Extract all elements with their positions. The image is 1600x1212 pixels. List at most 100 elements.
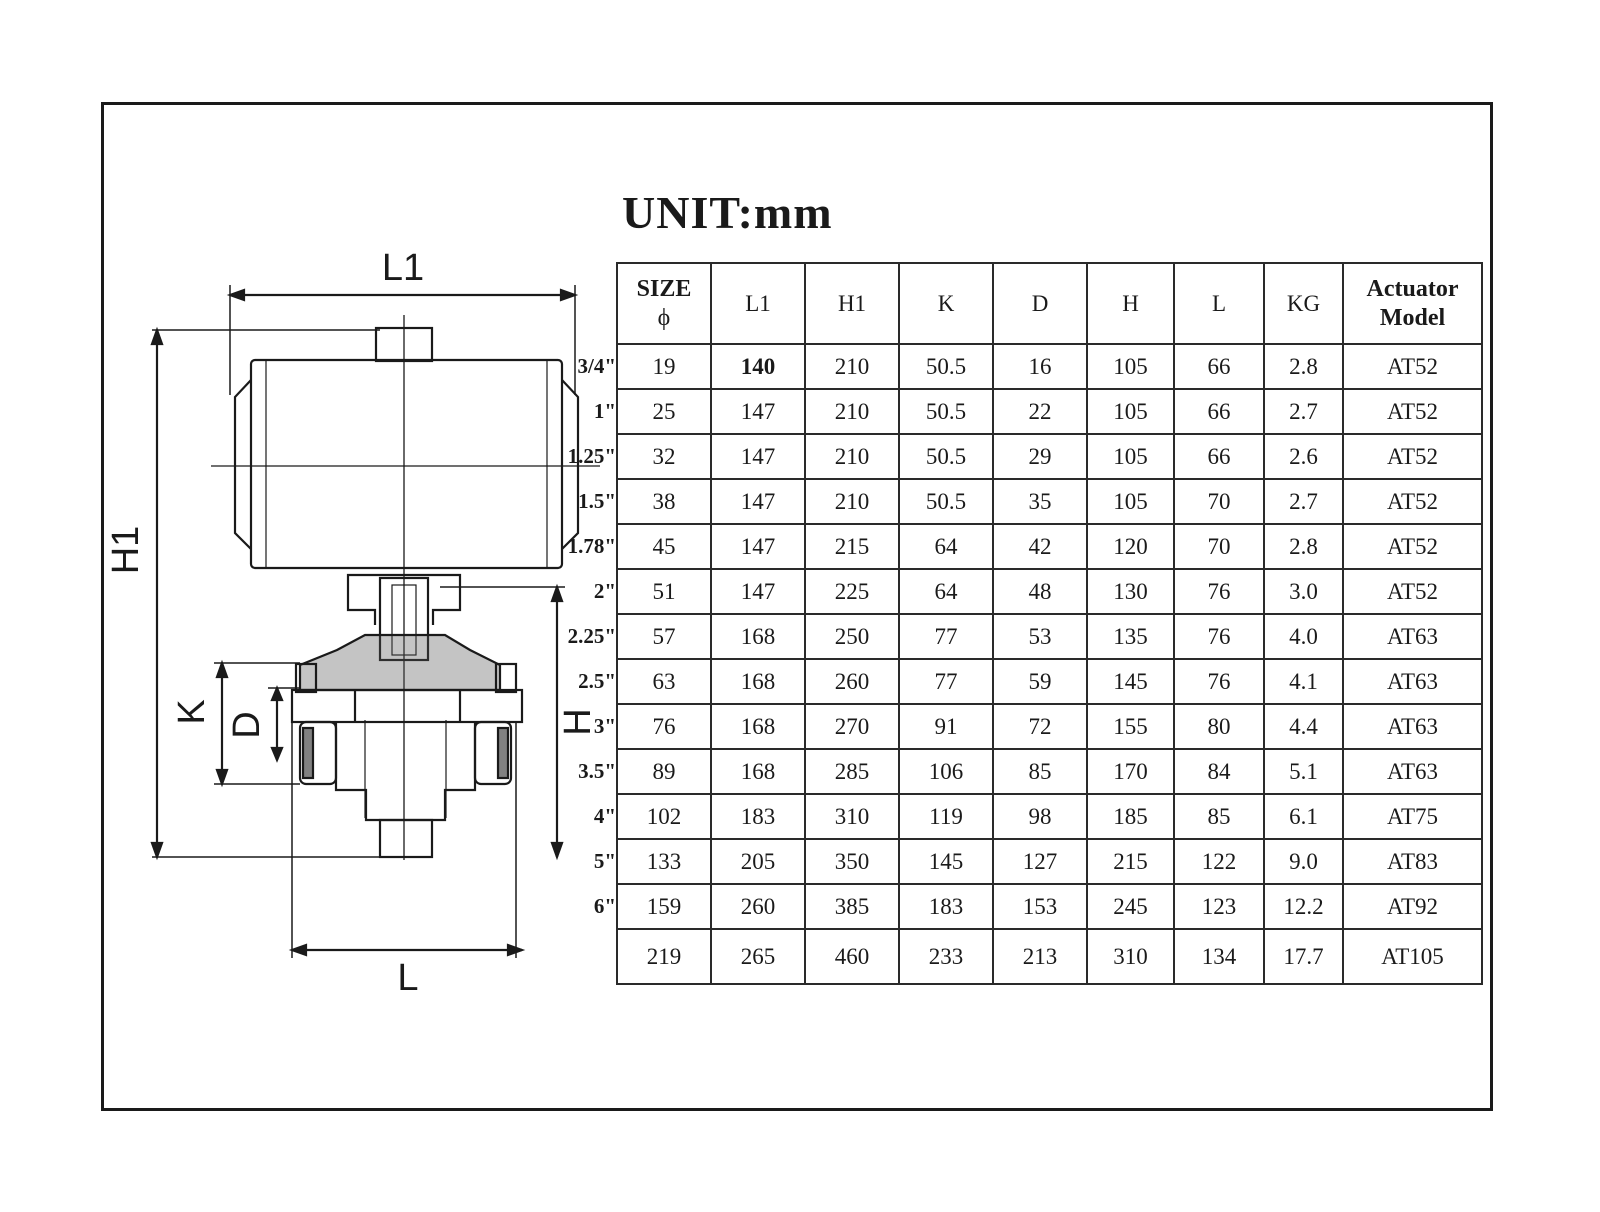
cell-kg: 3.0 — [1263, 568, 1344, 615]
cell-actuator: AT63 — [1342, 703, 1483, 750]
cell-l: 123 — [1173, 883, 1265, 930]
cell-k: 50.5 — [898, 478, 994, 525]
cell-h1: 460 — [804, 928, 900, 985]
cell-size: 159 — [616, 883, 712, 930]
cell-l1: 265 — [710, 928, 806, 985]
label-l: L — [397, 957, 418, 999]
cell-l: 134 — [1173, 928, 1265, 985]
unit-title: UNIT:mm — [622, 187, 833, 238]
cell-h: 145 — [1086, 658, 1175, 705]
cell-h: 135 — [1086, 613, 1175, 660]
cell-k: 50.5 — [898, 343, 994, 390]
cell-h1: 210 — [804, 388, 900, 435]
cell-kg: 2.7 — [1263, 388, 1344, 435]
header-k: K — [898, 262, 994, 345]
cell-kg: 4.4 — [1263, 703, 1344, 750]
cell-d: 29 — [992, 433, 1088, 480]
cell-h1: 210 — [804, 478, 900, 525]
cell-k: 119 — [898, 793, 994, 840]
inch-size-labels: 3/4"1"1.25"1.5"1.78"2"2.25"2.5"3"3.5"4"5… — [560, 0, 616, 1212]
cell-actuator: AT52 — [1342, 523, 1483, 570]
label-h: H — [557, 708, 599, 735]
cell-actuator: AT52 — [1342, 433, 1483, 480]
cell-d: 72 — [992, 703, 1088, 750]
cell-l1: 147 — [710, 523, 806, 570]
cell-k: 233 — [898, 928, 994, 985]
cell-l: 70 — [1173, 478, 1265, 525]
cell-l1: 260 — [710, 883, 806, 930]
cell-l: 76 — [1173, 613, 1265, 660]
cell-kg: 9.0 — [1263, 838, 1344, 885]
inch-size-label: 1" — [593, 398, 616, 423]
header-h1: H1 — [804, 262, 900, 345]
label-h1: H1 — [105, 526, 147, 575]
cell-h: 310 — [1086, 928, 1175, 985]
cell-h: 105 — [1086, 478, 1175, 525]
header-kg: KG — [1263, 262, 1344, 345]
cell-l1: 168 — [710, 658, 806, 705]
cell-size: 57 — [616, 613, 712, 660]
cell-h: 105 — [1086, 388, 1175, 435]
valve-bottom-boss — [378, 818, 434, 859]
cell-l: 66 — [1173, 388, 1265, 435]
inch-size-label: 2" — [593, 578, 616, 603]
cell-size: 102 — [616, 793, 712, 840]
cell-actuator: AT63 — [1342, 613, 1483, 660]
cell-h1: 210 — [804, 343, 900, 390]
actuator-endcap-left — [233, 379, 252, 550]
cell-k: 91 — [898, 703, 994, 750]
cell-l1: 183 — [710, 793, 806, 840]
cell-h: 130 — [1086, 568, 1175, 615]
cell-kg: 17.7 — [1263, 928, 1344, 985]
cell-k: 183 — [898, 883, 994, 930]
cell-l: 70 — [1173, 523, 1265, 570]
cell-size: 32 — [616, 433, 712, 480]
cell-size: 133 — [616, 838, 712, 885]
cell-l: 76 — [1173, 568, 1265, 615]
cell-k: 77 — [898, 658, 994, 705]
cell-h1: 310 — [804, 793, 900, 840]
cell-k: 145 — [898, 838, 994, 885]
inch-size-label: 3/4" — [577, 353, 617, 378]
cell-k: 77 — [898, 613, 994, 660]
cell-l1: 147 — [710, 568, 806, 615]
cell-actuator: AT52 — [1342, 343, 1483, 390]
cell-d: 85 — [992, 748, 1088, 795]
valve-flange-row — [290, 688, 524, 724]
inch-size-label: 4" — [593, 803, 616, 828]
cell-size: 25 — [616, 388, 712, 435]
cell-h: 245 — [1086, 883, 1175, 930]
cell-actuator: AT105 — [1342, 928, 1483, 985]
cell-size: 38 — [616, 478, 712, 525]
cell-h: 185 — [1086, 793, 1175, 840]
cell-l1: 168 — [710, 613, 806, 660]
inch-size-label: 2.5" — [578, 668, 616, 693]
cell-k: 50.5 — [898, 388, 994, 435]
actuator-body — [249, 358, 564, 570]
cell-d: 48 — [992, 568, 1088, 615]
drawing-frame — [101, 102, 1493, 1111]
cell-actuator: AT92 — [1342, 883, 1483, 930]
cell-k: 64 — [898, 568, 994, 615]
cell-actuator: AT52 — [1342, 478, 1483, 525]
cell-kg: 2.7 — [1263, 478, 1344, 525]
inch-size-label: 5" — [593, 848, 616, 873]
cell-actuator: AT83 — [1342, 838, 1483, 885]
label-d: D — [226, 711, 268, 738]
cell-l1: 147 — [710, 388, 806, 435]
